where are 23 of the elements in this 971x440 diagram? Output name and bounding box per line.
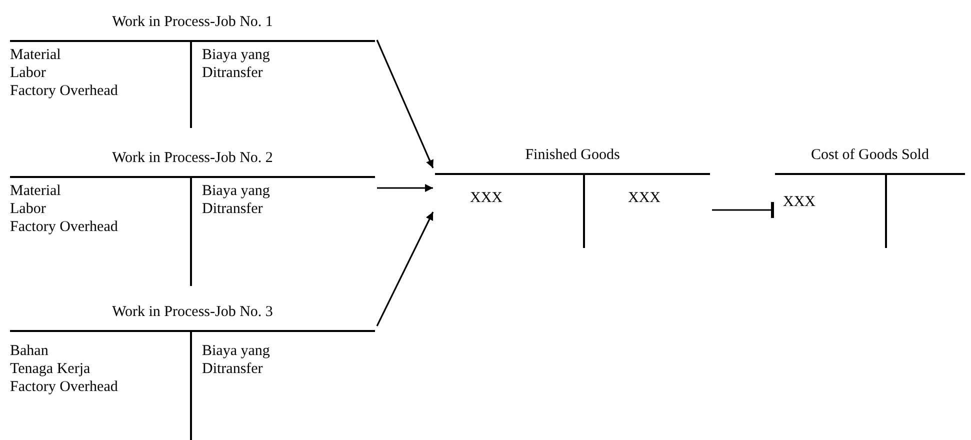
account-entry: Tenaga Kerja: [10, 360, 90, 378]
account-entry: Factory Overhead: [10, 82, 118, 100]
arrow: [376, 212, 434, 326]
account-entry: Factory Overhead: [10, 378, 118, 396]
account-title: Finished Goods: [524, 147, 621, 164]
account-entry: Material: [10, 182, 61, 200]
account-entry: Material: [10, 46, 61, 64]
account-entry: Biaya yang Ditransfer: [202, 342, 271, 378]
account-entry: XXX: [628, 189, 662, 207]
account-title: Work in Process-Job No. 1: [111, 14, 274, 31]
account-entry: Biaya yang Ditransfer: [202, 46, 271, 82]
account-entry: Biaya yang Ditransfer: [202, 182, 271, 218]
account-title: Work in Process-Job No. 3: [111, 304, 274, 321]
account-entry: XXX: [783, 193, 816, 211]
account-title: Cost of Goods Sold: [810, 147, 930, 164]
account-entry: Labor: [10, 64, 46, 82]
account-entry: Factory Overhead: [10, 218, 118, 236]
account-entry: XXX: [470, 189, 502, 207]
account-entry: Labor: [10, 200, 46, 218]
arrow: [377, 184, 433, 192]
account-title: Work in Process-Job No. 2: [111, 150, 274, 167]
arrow: [376, 40, 434, 168]
account-entry: Bahan: [10, 342, 48, 360]
